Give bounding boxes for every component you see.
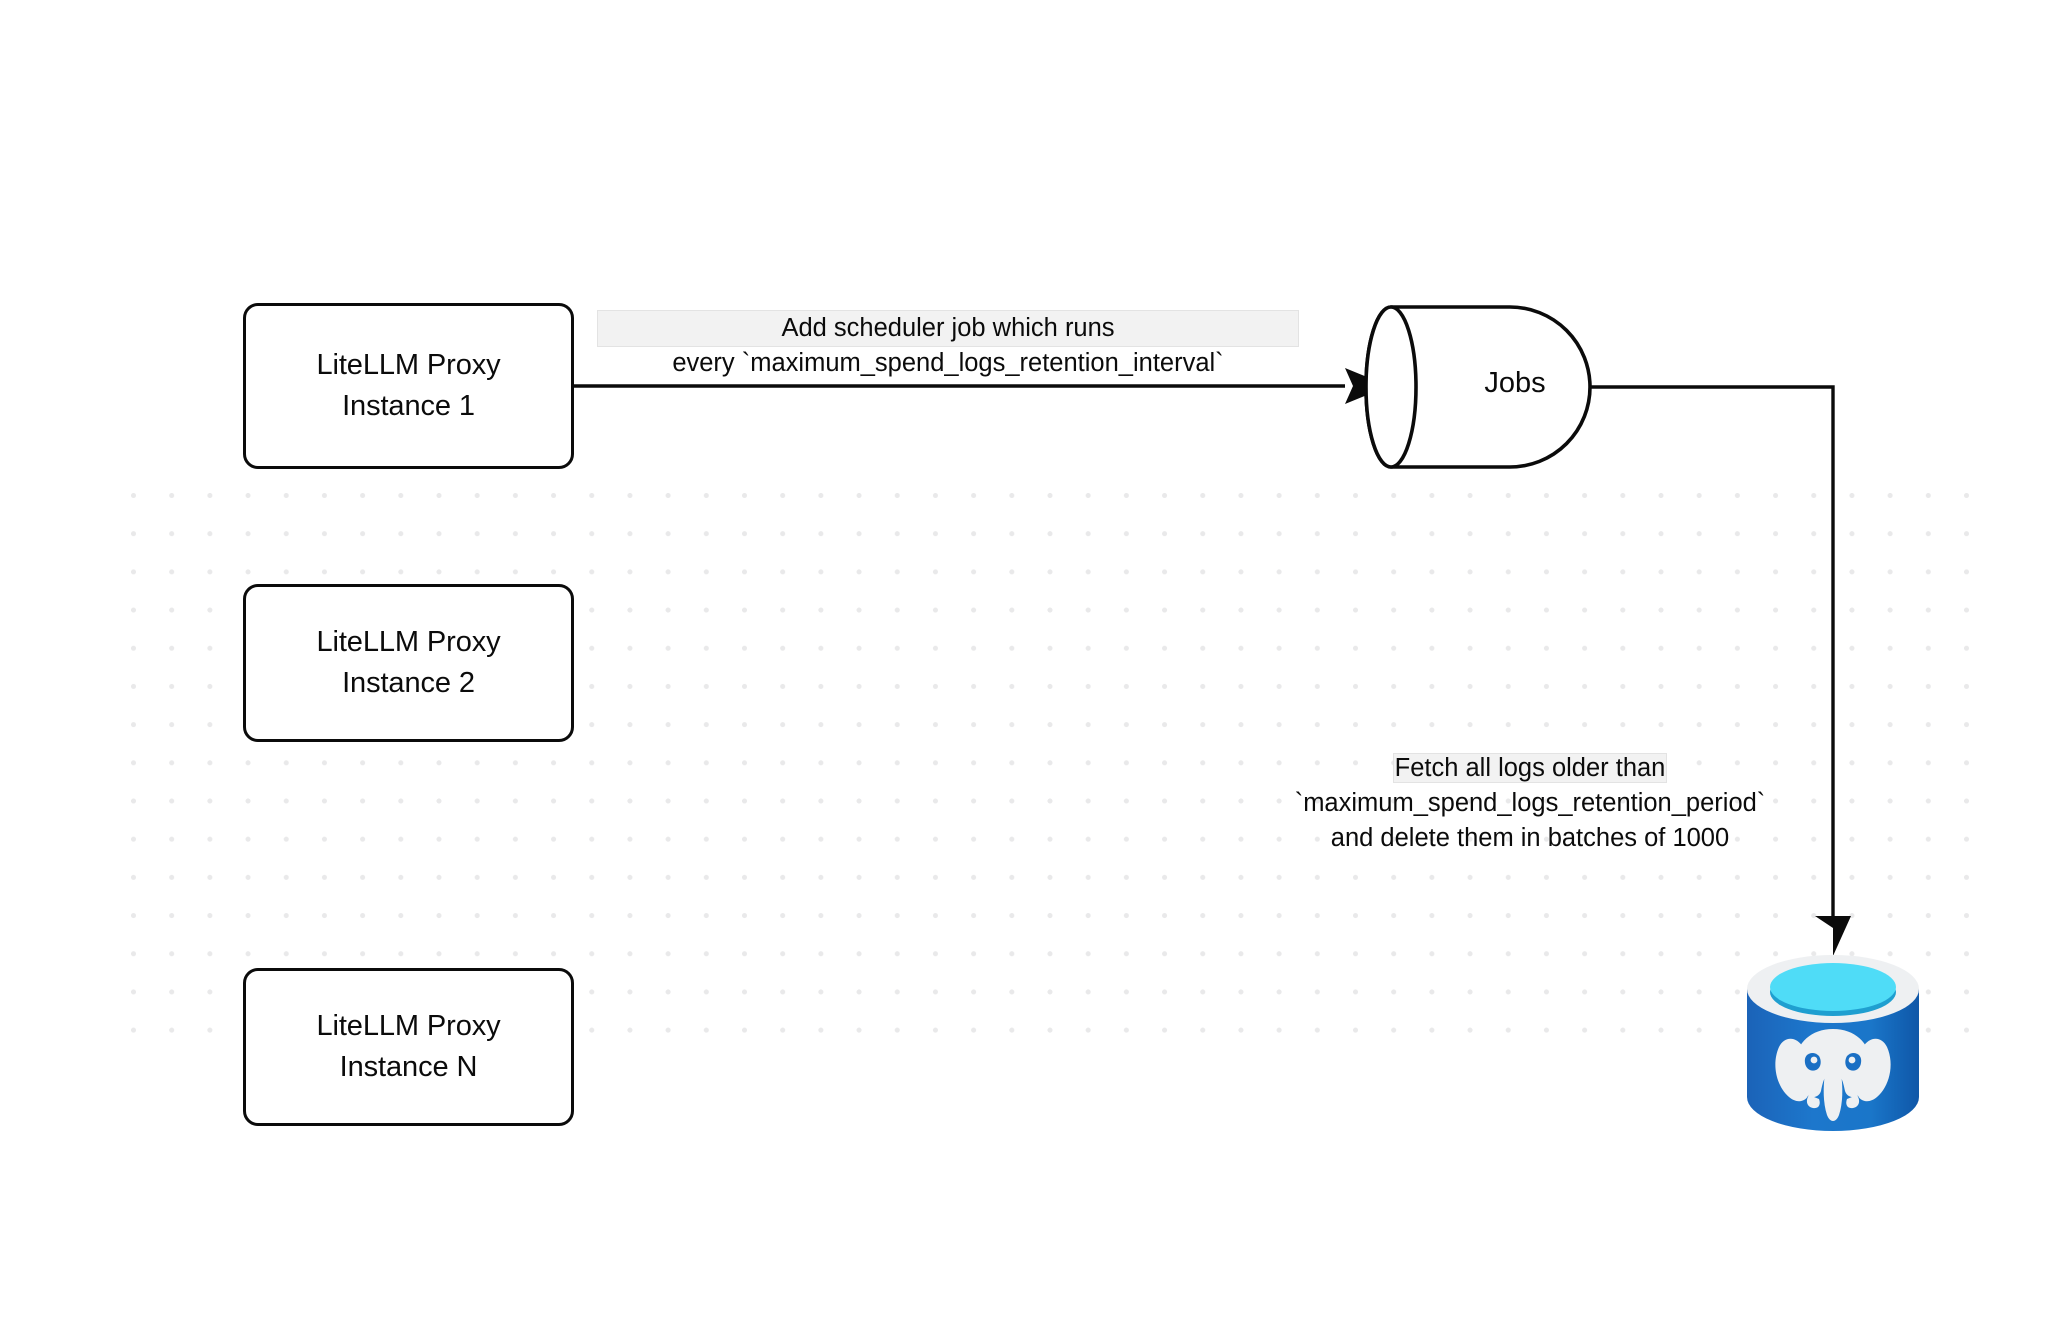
elephant-eye-highlights [1810,1056,1856,1064]
postgresql-database-icon [1747,955,1919,1131]
edge-label-add-scheduler-job: Add scheduler job which runs every `maxi… [598,311,1298,381]
edge-label-line-1: Fetch all logs older than [1230,751,1830,786]
jobs-cylinder [1364,305,1592,469]
elephant-glyph [1775,1029,1891,1121]
edge-label-line-2: every `maximum_spend_logs_retention_inte… [672,349,1224,377]
edge-label-line-3: and delete them in batches of 1000 [1330,824,1730,852]
node-label-jobs: Jobs [1484,367,1546,399]
edge-label-fetch-and-delete-logs: Fetch all logs older than `maximum_spend… [1230,751,1830,856]
edge-label-line-2: `maximum_spend_logs_retention_period` [1294,789,1766,817]
edge-jobs-to-postgres [1590,385,1851,956]
edge-label-line-1: Add scheduler job which runs [598,311,1298,346]
edge-label-line-1-text: Fetch all logs older than [1393,754,1667,782]
